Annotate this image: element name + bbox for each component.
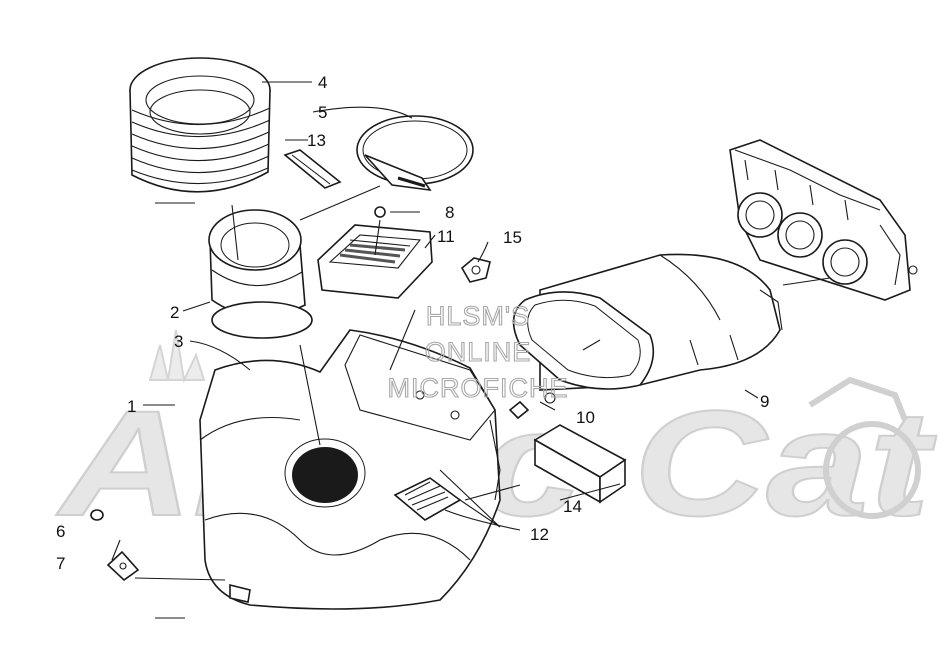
- watermark-castle: [148, 329, 206, 384]
- part-2-adapter[interactable]: [208, 209, 313, 339]
- part-4-air-boot[interactable]: [129, 57, 271, 193]
- callout-1[interactable]: 1: [127, 397, 136, 416]
- part-10-fitting[interactable]: [508, 392, 556, 420]
- watermark-motorcycle: [808, 376, 921, 519]
- callout-5[interactable]: 5: [318, 103, 327, 122]
- callout-labels: 4 5 13 8 11 15 2 3 1 9 10 14 12 6 7: [56, 73, 769, 573]
- leader-lines: [111, 81, 831, 619]
- callout-12[interactable]: 12: [530, 525, 549, 544]
- callout-7[interactable]: 7: [56, 554, 65, 573]
- svg-text:MICROFICHE: MICROFICHE: [388, 373, 569, 403]
- part-1-air-silencer-housing[interactable]: [199, 329, 501, 610]
- callout-3[interactable]: 3: [174, 332, 183, 351]
- part-14-foam-block[interactable]: [533, 424, 627, 504]
- part-9-intake-duct[interactable]: [512, 253, 783, 391]
- part-7-bracket[interactable]: [106, 550, 140, 582]
- part-15-clip[interactable]: [460, 257, 491, 283]
- callout-14[interactable]: 14: [563, 497, 582, 516]
- part-12-decal[interactable]: [393, 477, 462, 521]
- part-6-plug[interactable]: [90, 509, 104, 521]
- callout-8[interactable]: 8: [445, 203, 454, 222]
- callout-10[interactable]: 10: [576, 408, 595, 427]
- part-5-clamp[interactable]: [356, 115, 474, 192]
- callout-4[interactable]: 4: [318, 73, 327, 92]
- watermark-stamp: HLSM'S ONLINE MICROFICHE: [387, 300, 569, 403]
- callout-15[interactable]: 15: [503, 228, 522, 247]
- part-8-screw[interactable]: [374, 206, 386, 218]
- part-11-filter[interactable]: [317, 224, 433, 299]
- svg-text:HLSM'S: HLSM'S: [426, 301, 530, 331]
- callout-9[interactable]: 9: [760, 392, 769, 411]
- callout-11[interactable]: 11: [437, 227, 455, 246]
- callout-2[interactable]: 2: [170, 303, 179, 322]
- part-13-strip[interactable]: [283, 149, 342, 189]
- callout-13[interactable]: 13: [307, 131, 326, 150]
- svg-text:ONLINE: ONLINE: [425, 337, 532, 367]
- callout-6[interactable]: 6: [56, 522, 65, 541]
- carburetor-assembly: [729, 139, 918, 301]
